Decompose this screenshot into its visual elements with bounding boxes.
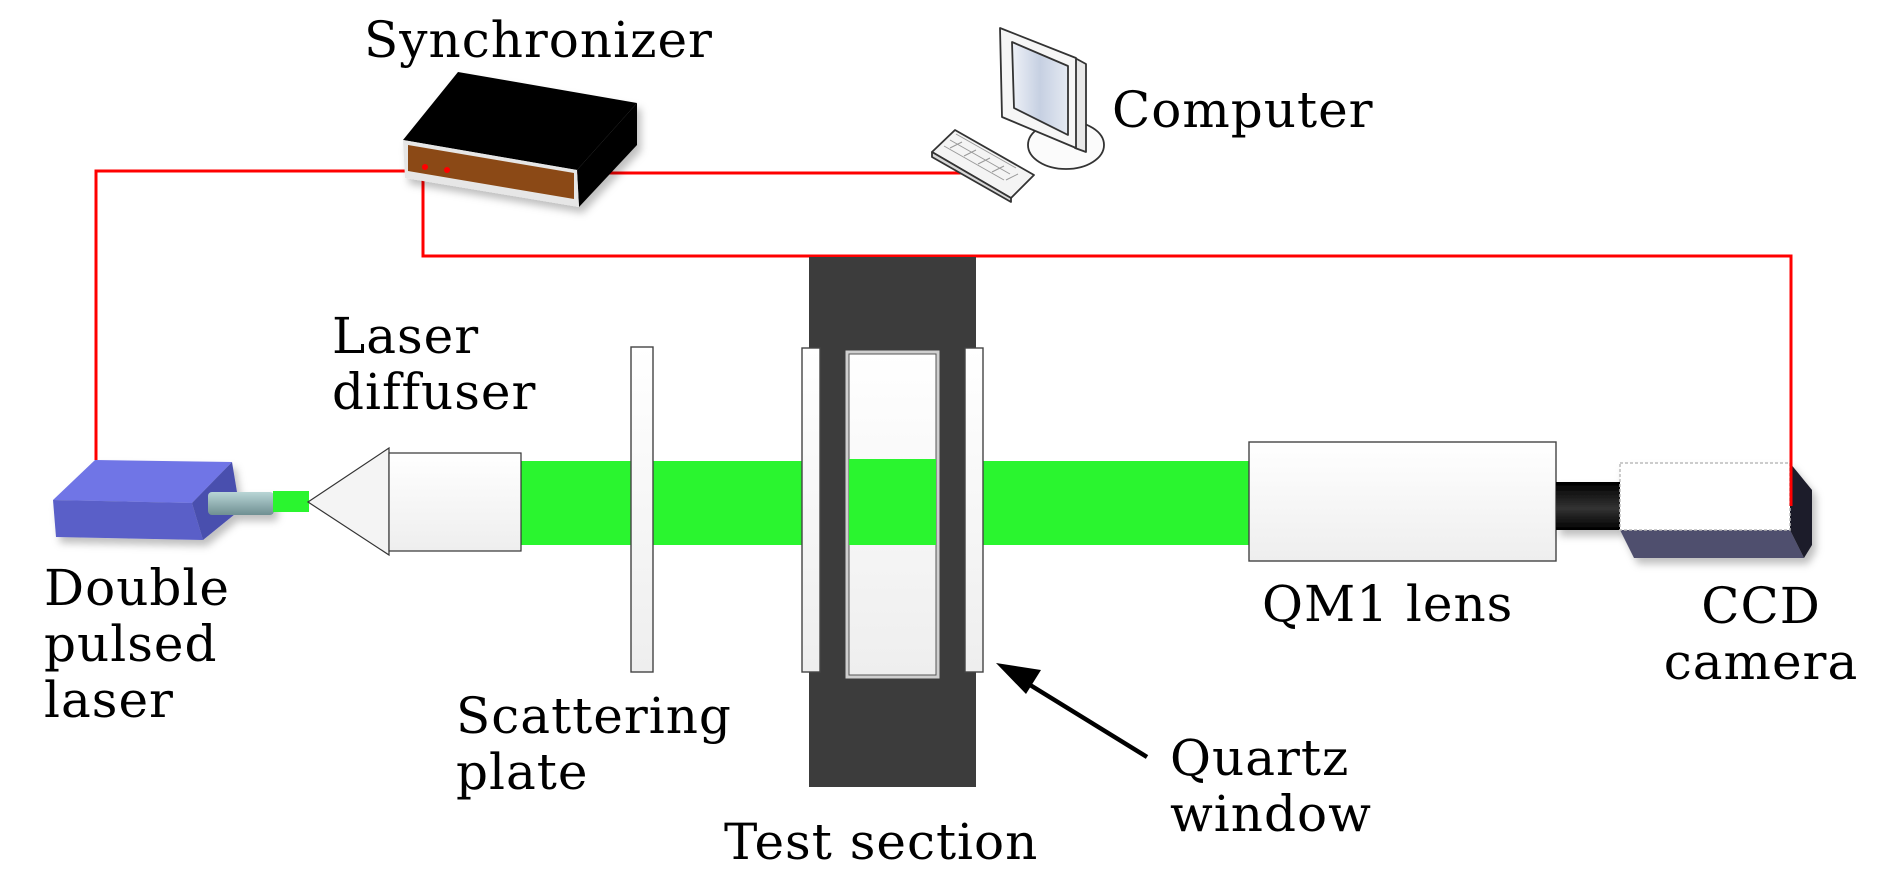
synchronizer-box-icon [403, 72, 637, 207]
diffuser-body [388, 452, 522, 552]
arrow-head [996, 663, 1041, 694]
keyboard-edge [931, 151, 1012, 203]
laser-head-icon [53, 460, 274, 540]
label-double-pulsed-laser: Double pulsed laser [44, 560, 230, 728]
camera-side-face [1790, 463, 1812, 558]
lens-tube-icon [1248, 441, 1557, 562]
label-synchronizer: Synchronizer [364, 12, 713, 68]
label-ccd-camera: CCD camera [1658, 578, 1864, 690]
wire-sync-to-laser [94, 169, 425, 460]
monitor-screen [1011, 41, 1069, 136]
label-ccd-camera-line-1: CCD [1701, 577, 1821, 635]
label-scattering-plate-line-2: plate [456, 743, 589, 801]
plate-icon [630, 346, 654, 673]
test-section-icon [809, 257, 976, 787]
computer-monitor-icon [931, 27, 1105, 203]
ccd-camera-icon [1556, 462, 1812, 558]
synchronizer-top-face [403, 72, 637, 170]
label-test-section: Test section [724, 814, 1038, 870]
label-laser-line-3: laser [44, 671, 174, 729]
wire-sync-to-camera [421, 171, 1793, 506]
label-test-section-text: Test section [724, 813, 1039, 871]
label-computer: Computer [1112, 82, 1374, 138]
label-qm1-lens: QM1 lens [1262, 576, 1513, 632]
label-laser-line-1: Double [44, 559, 230, 617]
camera-bottom-face [1620, 530, 1804, 558]
label-laser-diffuser: Laser diffuser [332, 308, 536, 420]
synchronizer-port-2 [444, 167, 450, 173]
label-laser-diffuser-line-2: diffuser [332, 363, 537, 421]
arrow-shaft [1020, 678, 1149, 759]
label-synchronizer-text: Synchronizer [364, 11, 713, 69]
label-laser-diffuser-line-1: Laser [332, 307, 480, 365]
laser-beam-initial [273, 491, 309, 512]
laser-nozzle [208, 492, 274, 515]
camera-lens-mount [1556, 482, 1622, 530]
diffuser-cone-icon [306, 446, 522, 557]
label-scattering-plate-line-1: Scattering [456, 687, 732, 745]
label-scattering-plate: Scattering plate [456, 688, 732, 800]
diffuser-cone [306, 446, 390, 557]
laser-front-face [53, 500, 203, 540]
synchronizer-right-face [577, 103, 637, 207]
label-ccd-camera-line-2: camera [1663, 633, 1859, 691]
label-qm1-lens-text: QM1 lens [1262, 575, 1514, 633]
quartz-pointer-arrow-icon [996, 663, 1149, 759]
laser-beam-in-channel [849, 459, 936, 545]
synchronizer-port-1 [422, 164, 428, 170]
label-quartz-window-line-1: Quartz [1170, 729, 1350, 787]
label-computer-text: Computer [1112, 81, 1374, 139]
quartz-window-left [801, 347, 821, 673]
camera-front-face [1619, 462, 1791, 531]
synchronizer-front-face [408, 145, 574, 199]
label-quartz-window-line-2: window [1170, 785, 1372, 843]
keyboard-keys [943, 133, 1019, 181]
label-laser-line-2: pulsed [44, 615, 218, 673]
quartz-window-right [964, 347, 984, 673]
quartz-window-icon [801, 347, 984, 673]
label-quartz-window: Quartz window [1170, 730, 1372, 842]
laser-top-face [53, 460, 232, 503]
